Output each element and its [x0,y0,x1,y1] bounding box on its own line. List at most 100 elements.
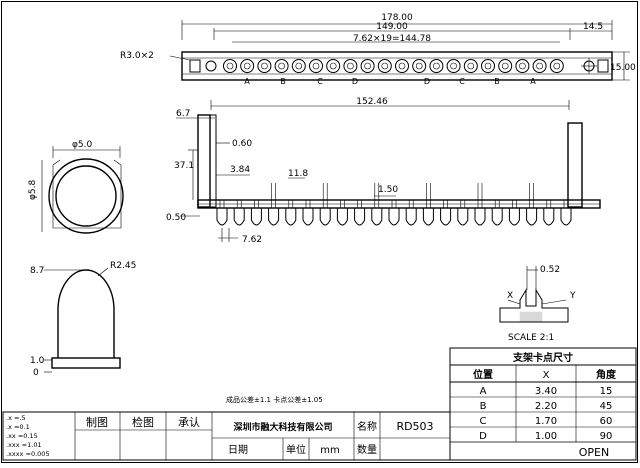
pin-tip [371,208,383,226]
pin-hole-inner [295,62,303,70]
pin-hole-inner [261,62,268,70]
status-badge: OPEN [579,446,609,459]
approved-label: 承认 [178,416,200,429]
dim-height-top: 15.00 [610,63,636,73]
led-top-height: 8.7 [30,266,44,276]
detail-scale: SCALE 2:1 [508,333,554,343]
checked-label: 检图 [132,415,154,429]
spec-row-pos: D [479,431,487,442]
dim-bar: 3.84 [230,165,250,175]
pin-hole-inner [433,62,440,70]
left-post [197,114,211,208]
pin-hole-inner [329,62,337,70]
position-letter: C [459,77,465,86]
dim-height: 37.1 [174,161,194,171]
pin-hole-inner [536,62,543,70]
position-letter: D [424,77,430,86]
spec-row-x: 1.00 [535,431,557,442]
tolerance-line: .xx =0.15 [6,432,38,440]
pin-tip [388,208,400,226]
pin-hole-inner [278,62,285,70]
pin-hole-outer [309,59,323,73]
pin-hole-outer [412,59,427,73]
pin-tip [319,208,331,226]
pin-hole-outer [515,59,530,73]
spec-row-angle: 60 [600,416,613,427]
unit-value: mm [320,445,339,456]
dim-tall-pin: 11.8 [288,169,308,179]
company-name: 深圳市融大科技有限公司 [233,421,332,433]
spec-row-pos: A [480,386,487,397]
pin-tip [526,208,538,226]
position-letter: B [280,77,286,86]
dim-side: 14.5 [583,22,603,32]
left-hole [205,60,217,72]
tolerance-note: 成品公差±1.1 卡点公差±1.05 [226,395,323,404]
clip-detail: 0.52 X Y SCALE 2:1 [499,265,576,343]
dim-offset: 0.60 [232,139,252,149]
pin-hole-outer [446,59,461,73]
pin-tip [302,208,314,226]
pin-tip [250,208,262,226]
pin-hole-outer [274,59,289,73]
position-letter: C [317,77,323,86]
pin-tip [508,208,520,226]
tolerance-line: .x =0.1 [6,423,30,431]
pin-hole-inner [312,62,320,70]
spec-header-angle: 角度 [596,368,617,381]
dim-length: 152.46 [356,97,388,107]
pin-hole-inner [226,62,234,70]
name-value: RD503 [396,420,433,433]
pin-tip [268,208,280,226]
left-slot [189,59,201,73]
pin-hole-inner [347,62,354,70]
led-outer-dia: φ5.8 [28,179,38,200]
tolerance-line: .x =.5 [6,414,26,422]
spec-row-x: 2.20 [535,401,557,412]
pin-hole-inner [398,62,406,70]
led-base [51,357,121,369]
pin-hole-outer [223,59,237,73]
pin-hole-inner [484,62,492,70]
pin-hole-outer [257,59,272,73]
pin-hole-inner [364,62,371,70]
led-inner-ring [55,165,117,227]
tolerance-line: .xxx =1.01 [6,441,42,449]
pin-hole-inner [519,62,526,70]
pin-tip [216,208,228,226]
pin-tip [440,208,452,226]
dim-overall: 178.00 [381,13,413,23]
pin-tip [336,208,348,226]
pin-hole-inner [450,62,457,70]
pin-hole-outer [377,59,392,73]
spec-row-angle: 45 [600,401,613,412]
led-dome [57,269,115,358]
pin-hole-outer [532,59,547,73]
pin-tip [491,208,503,226]
pin-tip [422,208,434,226]
pin-hole-outer [498,59,513,73]
title-block: .x =.5.x =0.1.xx =0.15.xxx =1.01.xxxx =0… [2,411,636,461]
pin-tip [457,208,469,226]
spec-header-x: X [543,370,550,381]
pin-hole-inner [381,62,389,70]
pin-hole-outer [240,59,255,73]
detail-axis-x: X [507,291,513,301]
pin-hole-outer [481,59,495,73]
spec-row-pos: B [480,401,487,412]
name-label: 名称 [357,420,377,433]
pin-hole-inner [553,62,561,70]
spec-row-pos: C [480,416,487,427]
dim-bottom: 0.50 [166,213,186,223]
unit-label: 单位 [286,443,306,456]
led-base-zero: 0 [33,368,39,378]
pin-tip [285,208,297,226]
pin-hole-outer [429,59,444,73]
position-letter: A [244,77,250,86]
spec-row-x: 3.40 [535,386,557,397]
pin-hole-inner [501,62,509,70]
spec-row-angle: 15 [600,386,613,397]
detail-gap: 0.52 [540,265,560,275]
